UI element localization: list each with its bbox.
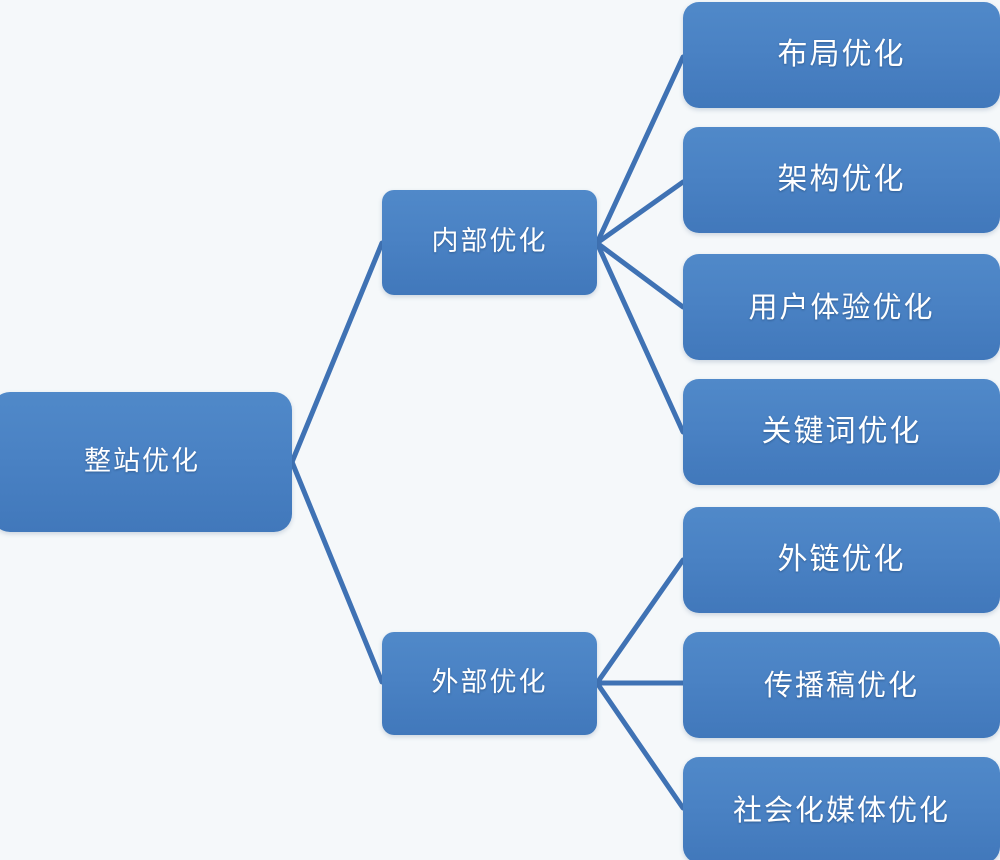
- connector-internal-to-leaf-2: [594, 179, 686, 246]
- node-leaf-architecture-optimization[interactable]: 架构优化: [683, 127, 1000, 233]
- node-root-label: 整站优化: [84, 445, 200, 477]
- node-leaf-user-experience-optimization-label: 用户体验优化: [748, 289, 935, 324]
- node-leaf-user-experience-optimization[interactable]: 用户体验优化: [683, 254, 1000, 360]
- node-leaf-keyword-optimization-label: 关键词优化: [761, 414, 922, 449]
- node-leaf-backlink-optimization[interactable]: 外链优化: [683, 507, 1000, 613]
- node-leaf-layout-optimization[interactable]: 布局优化: [683, 2, 1000, 108]
- node-leaf-press-release-optimization[interactable]: 传播稿优化: [683, 632, 1000, 738]
- node-leaf-social-media-optimization-label: 社会化媒体优化: [732, 792, 950, 827]
- connector-internal-to-leaf-4: [594, 240, 686, 435]
- node-leaf-press-release-optimization-label: 传播稿优化: [763, 667, 919, 702]
- connector-external-to-leaf-3: [594, 680, 686, 811]
- connector-root-to-external: [289, 459, 385, 685]
- node-branch-external[interactable]: 外部优化: [382, 632, 597, 735]
- node-root[interactable]: 整站优化: [0, 392, 292, 532]
- connector-external-to-leaf-1: [594, 557, 686, 686]
- connector-root-to-internal: [289, 240, 385, 465]
- node-leaf-social-media-optimization[interactable]: 社会化媒体优化: [683, 757, 1000, 860]
- node-leaf-architecture-optimization-label: 架构优化: [777, 162, 906, 197]
- connector-internal-to-leaf-3: [594, 240, 686, 310]
- node-leaf-keyword-optimization[interactable]: 关键词优化: [683, 379, 1000, 485]
- node-branch-internal-label: 内部优化: [431, 226, 548, 258]
- node-leaf-backlink-optimization-label: 外链优化: [777, 542, 906, 577]
- connector-internal-to-leaf-1: [594, 54, 686, 246]
- node-leaf-layout-optimization-label: 布局优化: [777, 37, 906, 72]
- node-branch-external-label: 外部优化: [431, 667, 548, 699]
- node-branch-internal[interactable]: 内部优化: [382, 190, 597, 295]
